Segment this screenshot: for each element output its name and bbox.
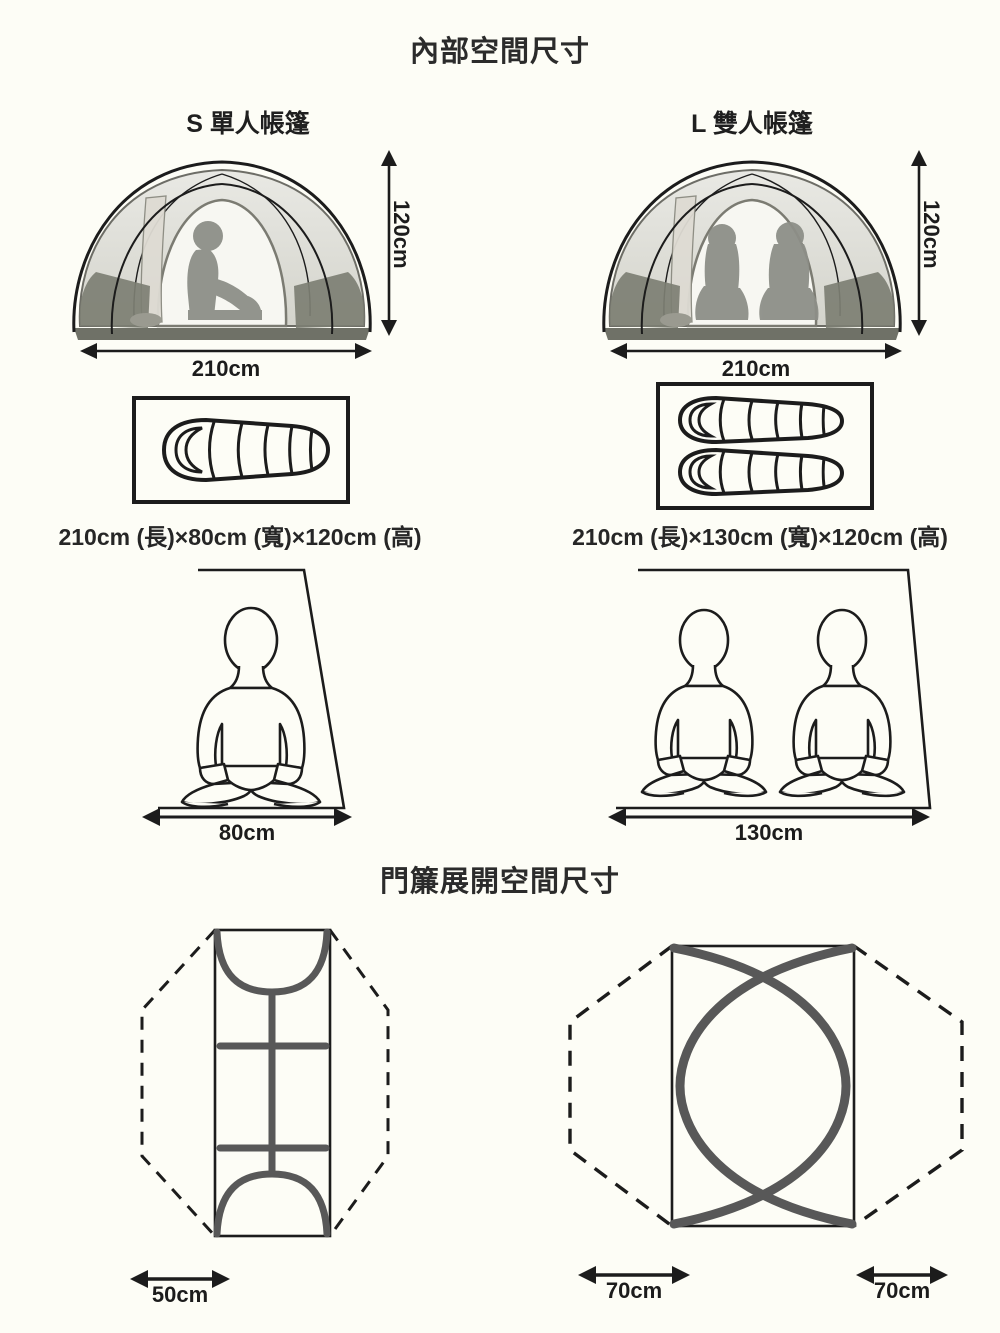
- column-heading-single-tent: S 單人帳篷: [186, 110, 310, 138]
- mummy-bag-top: [677, 395, 845, 445]
- floor-width-label-double: 130cm: [734, 820, 804, 845]
- dimension-text-single: 210cm (長)×80cm (寬)×120cm (高): [58, 524, 422, 550]
- floor-width-arrow-double: [608, 808, 930, 826]
- seated-person-outline-right: [778, 608, 906, 798]
- vestibule-width-arrow-double-right: [856, 1266, 948, 1284]
- height-dimension-arrow-single: [381, 150, 397, 336]
- width-label-double: 210cm: [721, 356, 791, 381]
- column-heading-double-tent: L 雙人帳篷: [691, 110, 813, 138]
- seated-person-outline-left: [640, 608, 768, 798]
- width-dimension-arrow-single: [80, 343, 372, 359]
- width-dimension-arrow-double: [610, 343, 902, 359]
- mummy-bag: [161, 417, 331, 483]
- single-tent-vestibule-plan: [140, 928, 390, 1238]
- vestibule-label-double-left-70cm: 70cm: [605, 1278, 663, 1303]
- vestibule-label-double-right-70cm: 70cm: [873, 1278, 931, 1303]
- page-title-vestibule-dimensions: 門簾展開空間尺寸: [379, 866, 620, 898]
- floor-plan-single: [158, 568, 346, 810]
- double-tent-vestibule-plan: [568, 943, 964, 1229]
- double-tent-illustration: [602, 160, 902, 340]
- vestibule-width-arrow-single: [130, 1270, 230, 1288]
- vestibule-label-single-50cm: 50cm: [151, 1282, 209, 1307]
- sleeping-bag-diagram-double: [656, 382, 874, 510]
- height-label-single: 120cm: [389, 200, 414, 269]
- seated-person-outline: [180, 606, 322, 809]
- single-tent-illustration: [72, 160, 372, 340]
- occupant-silhouette: [187, 221, 262, 320]
- occupant-silhouette-right: [759, 222, 819, 320]
- height-dimension-arrow-double: [911, 150, 927, 336]
- floor-plan-double: [616, 568, 932, 810]
- dimension-text-double: 210cm (長)×130cm (寬)×120cm (高): [572, 524, 948, 550]
- occupant-silhouette-left: [695, 224, 749, 320]
- width-label-single: 210cm: [191, 356, 261, 381]
- page-title-interior-dimensions: 內部空間尺寸: [409, 36, 590, 68]
- height-label-double: 120cm: [919, 200, 944, 269]
- mummy-bag-bottom: [677, 447, 845, 497]
- floor-width-label-single: 80cm: [218, 820, 276, 845]
- floor-width-arrow-single: [142, 808, 352, 826]
- sleeping-bag-diagram-single: [132, 396, 350, 504]
- vestibule-width-arrow-double-left: [578, 1266, 690, 1284]
